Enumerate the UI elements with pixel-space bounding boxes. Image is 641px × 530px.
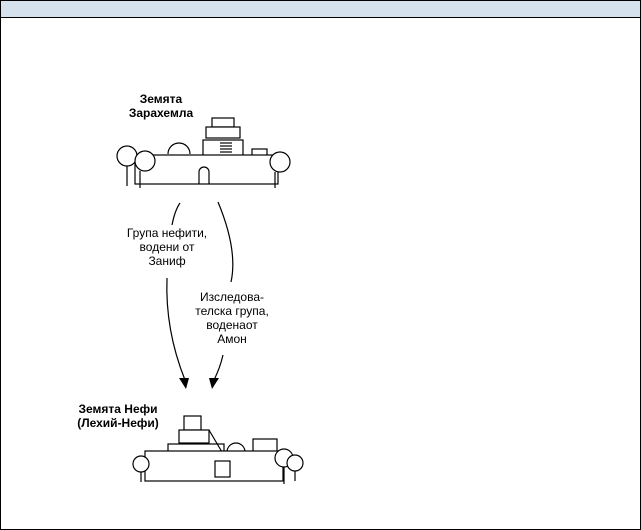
zeniff-journey-label: Група нефити, водени от Заниф	[126, 226, 208, 268]
zeniff-path-bottom	[166, 277, 186, 381]
ammon-arrowhead	[209, 378, 219, 389]
zeniff-path-top	[171, 202, 181, 226]
nephi-city-icon	[132, 415, 304, 484]
zeniff-arrowhead	[179, 378, 189, 389]
zarahemla-city-icon	[116, 117, 291, 188]
ammon-path-top	[217, 201, 234, 283]
journey-arrows	[166, 201, 234, 381]
ammon-path-bottom	[213, 354, 224, 381]
ammon-journey-label: Изследова- телска група, воденаот Амон	[195, 290, 269, 346]
header-bar	[1, 1, 640, 18]
nephi-label: Земята Нефи (Лехий-Нефи)	[77, 402, 159, 430]
zarahemla-label: Земята Зарахемла	[128, 92, 194, 120]
